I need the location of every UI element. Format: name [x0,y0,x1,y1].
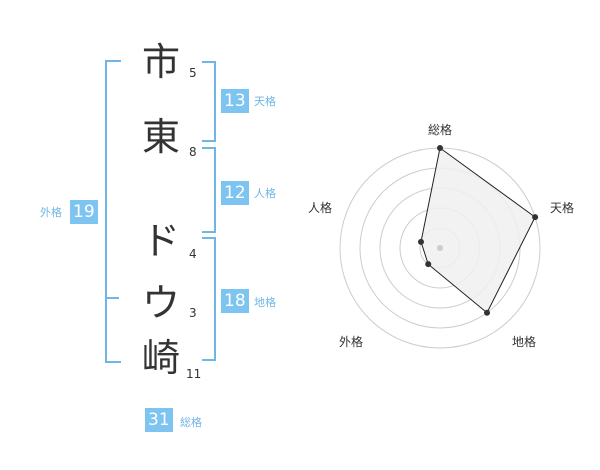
radar-axis-label-soukaku: 総格 [427,123,452,137]
radar-center-dot [437,245,443,251]
radar-point-3 [484,309,491,316]
stroke-count-2: 8 [189,145,197,159]
stroke-count-1: 5 [189,66,197,80]
jinkaku-bracket [202,147,216,233]
soukaku-badge: 31 [145,408,173,432]
radar-series-polygon [420,147,536,314]
name-char-2: 東 [141,115,180,159]
radar-axis-label-jinkaku: 人格 [307,201,332,215]
gaikaku-bracket-mid [105,297,119,299]
stroke-count-3: 4 [189,247,197,261]
radar-axis-label-gaikaku: 外格 [338,335,363,349]
stroke-count-5: 11 [186,367,202,381]
chikaku-label: 地格 [254,296,276,309]
gaikaku-badge: 19 [70,200,98,224]
name-char-5: 崎 [141,336,180,380]
jinkaku-badge: 12 [221,181,249,205]
gaikaku-bracket [105,60,121,363]
tenkaku-badge: 13 [221,89,249,113]
chikaku-bracket [202,237,216,361]
radar-point-1 [437,145,443,151]
radar-point-2 [532,214,539,221]
gaikaku-label: 外格 [40,206,62,219]
jinkaku-label: 人格 [254,187,276,200]
soukaku-label: 総格 [180,416,202,429]
tenkaku-bracket [202,61,216,142]
radar-axis-label-tenkaku: 天格 [549,201,574,215]
stroke-count-4: 3 [189,306,197,320]
radar-point-5 [417,238,424,245]
chikaku-badge: 18 [221,289,249,313]
tenkaku-label: 天格 [254,95,276,108]
name-char-1: 市 [141,40,180,84]
name-char-3: ド [141,219,180,263]
radar-point-4 [425,261,432,268]
name-char-4: ウ [141,281,180,325]
radar-axis-label-chikaku: 地格 [511,335,536,349]
